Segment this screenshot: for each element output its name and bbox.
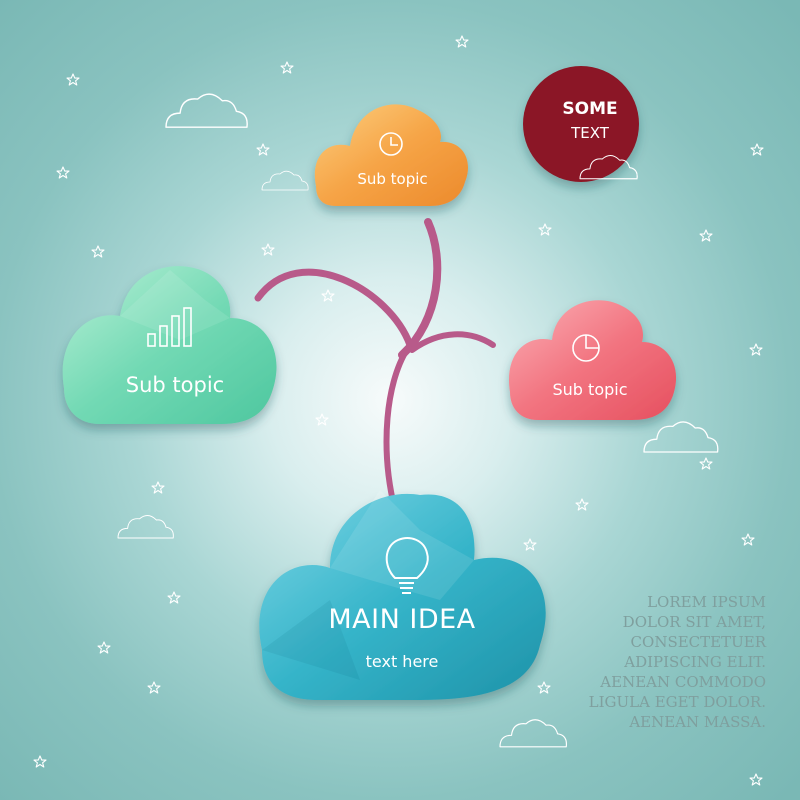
outline-cloud-icon: [499, 719, 567, 748]
body-text-line: AENEAN MASSA.: [629, 713, 766, 731]
outline-cloud-icon: [261, 170, 309, 191]
clock-icon: [379, 132, 403, 156]
main-idea-cloud: [259, 490, 546, 700]
subtopic-label-green: Sub topic: [125, 373, 225, 397]
subtopic-label-red: Sub topic: [552, 380, 628, 399]
body-text-line: AENEAN COMMODO: [600, 673, 766, 691]
outline-cloud-icon: [165, 93, 248, 128]
outline-cloud-icon: [643, 421, 719, 453]
connector-to-orange: [398, 218, 442, 359]
body-text-block: LOREM IPSUM DOLOR SIT AMET, CONSECTETUER…: [589, 592, 766, 732]
subtopic-cloud-red: [509, 300, 677, 420]
badge-line-2: TEXT: [571, 124, 609, 142]
badge-line-1: SOME: [562, 99, 618, 119]
connector-to-red: [409, 331, 496, 353]
subtopic-cloud-green: [62, 266, 277, 424]
subtopic-label-orange: Sub topic: [357, 170, 428, 188]
body-text-line: LOREM IPSUM: [647, 593, 766, 611]
lightbulb-icon: [385, 537, 429, 594]
some-text-badge: [523, 66, 639, 182]
outline-cloud-icon: [117, 514, 174, 539]
connectors: [254, 218, 496, 513]
body-text-line: ADIPISCING ELIT.: [624, 653, 766, 671]
body-text-line: DOLOR SIT AMET,: [622, 613, 766, 631]
bar-chart-icon: [147, 307, 192, 347]
body-text-line: CONSECTETUER: [630, 633, 766, 651]
pie-chart-icon: [572, 334, 600, 362]
connector-to-main: [383, 342, 413, 513]
main-idea-subtitle: text here: [365, 652, 439, 671]
connector-to-green: [254, 268, 414, 349]
body-text-line: LIGULA EGET DOLOR.: [588, 693, 766, 711]
main-idea-title: MAIN IDEA: [328, 604, 476, 635]
